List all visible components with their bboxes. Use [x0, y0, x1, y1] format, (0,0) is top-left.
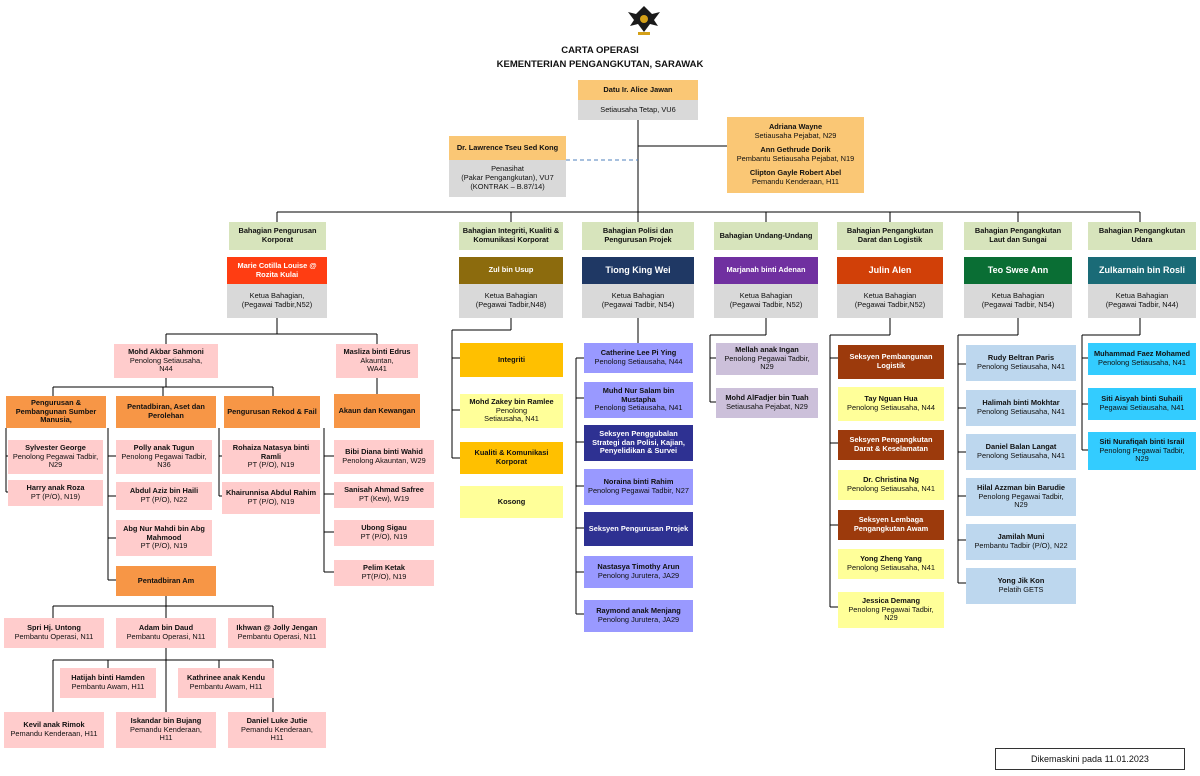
head-name: Datu Ir. Alice Jawan: [578, 80, 698, 100]
division-header-integriti: Bahagian Integriti, Kualiti & Komunikasi…: [459, 222, 563, 250]
division-header-udara: Bahagian Pengangkutan Udara: [1088, 222, 1196, 250]
unit-pentadbiran-am: Pentadbiran Am: [116, 566, 216, 596]
adviser-contract: (KONTRAK – B.87/14): [470, 181, 545, 191]
division-header-laut: Bahagian Pengangkutan Laut dan Sungai: [964, 222, 1072, 250]
seksyen-lembaga-pengangkutan-awam: Seksyen Lembaga Pengangkutan Awam: [838, 510, 944, 540]
sarawak-coat-of-arms-icon: [628, 6, 660, 35]
division-head-udara: Zulkarnain bin Rosli: [1088, 257, 1196, 284]
division-header-darat: Bahagian Pengangkutan Darat dan Logistik: [837, 222, 943, 250]
seksyen-penggubalan: Seksyen Penggubalan Strategi dan Polisi,…: [584, 425, 693, 461]
unit-kualiti-komunikasi: Kualiti & Komunikasi Korporat: [460, 442, 563, 474]
unit-akaun-kewangan: Akaun dan Kewangan: [334, 394, 420, 428]
adviser-sub: (Pakar Pengangkutan), VU7: [461, 173, 554, 183]
adviser-box: Penasihat (Pakar Pengangkutan), VU7 (KON…: [449, 160, 566, 197]
adviser-title: Penasihat: [491, 164, 524, 174]
chart-title: CARTA OPERASI: [561, 45, 639, 56]
division-head-laut: Teo Swee Ann: [964, 257, 1072, 284]
division-head-korporat: Marie Cotilla Louise @ Rozita Kulai: [227, 257, 327, 284]
division-grade-udara: Ketua Bahagian(Pegawai Tadbir, N44): [1088, 284, 1196, 318]
unit-pentadbiran-aset: Pentadbiran, Aset dan Perolehan: [116, 396, 216, 428]
division-head-integriti: Zul bin Usup: [459, 257, 563, 284]
division-header-korporat: Bahagian Pengurusan Korporat: [229, 222, 326, 250]
adviser-name: Dr. Lawrence Tseu Sed Kong: [449, 136, 566, 160]
division-grade-laut: Ketua Bahagian(Pegawai Tadbir, N54): [964, 284, 1072, 318]
division-grade-integriti: Ketua Bahagian(Pegawai Tadbir,N48): [459, 284, 563, 318]
last-updated-note: Dikemaskini pada 11.01.2023: [995, 748, 1185, 770]
seksyen-pengurusan-projek: Seksyen Pengurusan Projek: [584, 512, 693, 546]
division-header-undang: Bahagian Undang-Undang: [714, 222, 818, 250]
seksyen-pembangunan-logistik: Seksyen Pembangunan Logistik: [838, 345, 944, 379]
division-head-undang: Marjanah binti Adenan: [714, 257, 818, 284]
division-grade-darat: Ketua Bahagian(Pegawai Tadbir,N52): [837, 284, 943, 318]
seksyen-darat-keselamatan: Seksyen Pengangkutan Darat & Keselamatan: [838, 430, 944, 460]
unit-integriti: Integriti: [460, 343, 563, 377]
division-head-polisi: Tiong King Wei: [582, 257, 694, 284]
division-header-polisi: Bahagian Polisi dan Pengurusan Projek: [582, 222, 694, 250]
division-head-darat: Julin Alen: [837, 257, 943, 284]
division-grade-korporat: Ketua Bahagian,(Pegawai Tadbir,N52): [227, 284, 327, 318]
head-title: Setiausaha Tetap, VU6: [578, 100, 698, 120]
division-grade-undang: Ketua Bahagian(Pegawai Tadbir, N52): [714, 284, 818, 318]
unit-pengurusan-rekod: Pengurusan Rekod & Fail: [224, 396, 320, 428]
chart-subtitle: KEMENTERIAN PENGANGKUTAN, SARAWAK: [496, 59, 704, 70]
kosong-placeholder: Kosong: [460, 486, 563, 518]
unit-pengurusan-sumber-manusia: Pengurusan & Pembangunan Sumber Manusia,: [6, 396, 106, 428]
division-grade-polisi: Ketua Bahagian(Pegawai Tadbir, N54): [582, 284, 694, 318]
